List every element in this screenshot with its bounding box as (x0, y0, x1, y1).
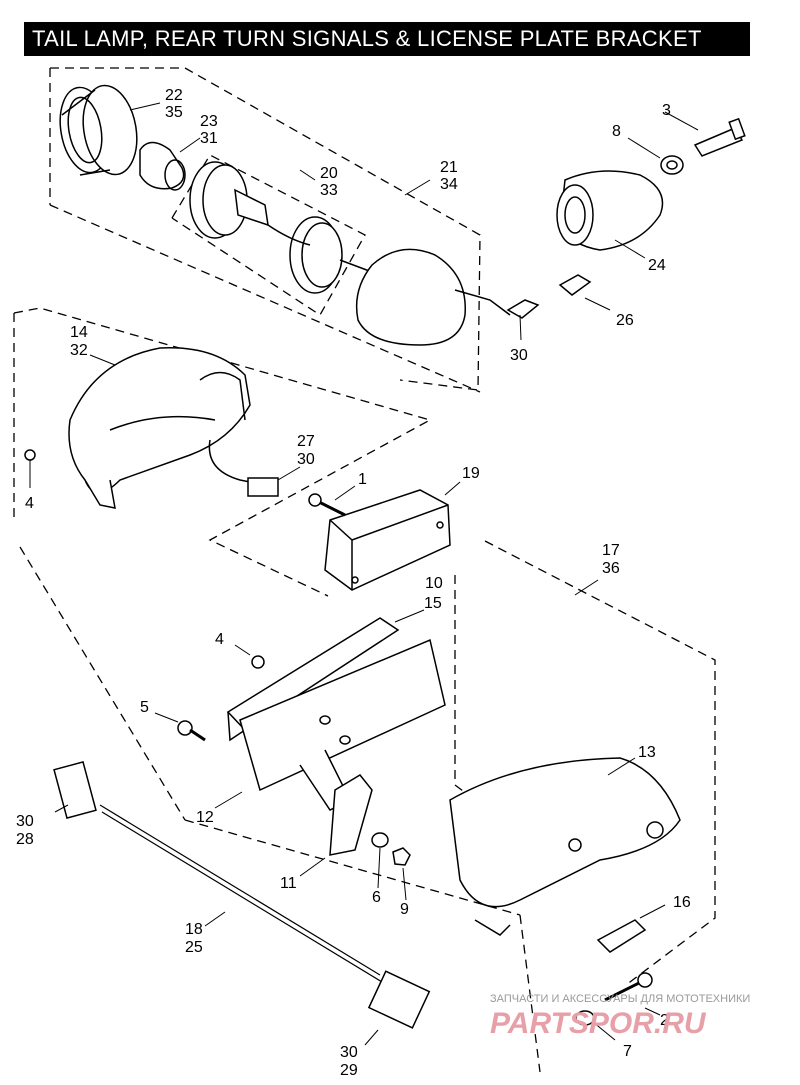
bulb-part (139, 141, 186, 191)
callout-12: 12 (196, 809, 214, 826)
socket-part (189, 161, 381, 294)
watermark-tagline: ЗАПЧАСТИ И АКСЕССУАРЫ ДЛЯ МОТОТЕХНИКИ (490, 993, 750, 1005)
cover-strip-part (226, 617, 400, 742)
callout-10: 10 (425, 575, 443, 592)
callout-9: 9 (400, 901, 409, 918)
screw-part-5 (177, 720, 206, 742)
nut-part-9 (392, 847, 411, 866)
watermark: ЗАПЧАСТИ И АКСЕССУАРЫ ДЛЯ МОТОТЕХНИКИ PA… (490, 993, 750, 1040)
callout-16: 16 (673, 894, 691, 911)
callout-4-mid: 4 (215, 631, 224, 648)
license-block-part (324, 489, 451, 591)
callout-2: 2 (660, 1012, 669, 1029)
tail-lamp-part (68, 346, 279, 509)
callout-7: 7 (623, 1043, 632, 1060)
diagram-title: TAIL LAMP, REAR TURN SIGNALS & LICENSE P… (24, 22, 750, 56)
screw-part-4-left (24, 449, 36, 488)
callout-15: 15 (424, 595, 442, 612)
callout-11: 11 (280, 875, 297, 892)
callout-6: 6 (372, 889, 381, 906)
washer-part-8 (660, 155, 684, 175)
wiring-harness-part (53, 761, 431, 1029)
clip-part-26 (558, 274, 592, 296)
screw-part-4-mid (251, 655, 265, 669)
washer-part-6 (371, 832, 389, 848)
callout-30-upper: 30 (510, 347, 528, 364)
lens-ring-part (59, 84, 138, 176)
callout-3: 3 (662, 102, 671, 119)
screw-part-1 (308, 493, 346, 517)
callout-24: 24 (648, 257, 666, 274)
watermark-brand: PARTSPOR.RU (490, 1007, 707, 1040)
callout-1: 1 (358, 471, 367, 488)
assembly-outlines (13, 67, 716, 1073)
signal-mount-part (556, 170, 664, 251)
leader-lines (54, 102, 699, 1046)
washer-part-7 (575, 1010, 595, 1026)
callout-8: 8 (612, 123, 621, 140)
wire-terminal-part (506, 299, 540, 341)
bolt-part-2 (604, 972, 653, 1002)
callout-19: 19 (462, 465, 480, 482)
fender-bracket-part (449, 757, 681, 936)
bracket-arm-part (329, 774, 373, 856)
link-part-16 (596, 919, 647, 953)
callout-5: 5 (140, 699, 149, 716)
turn-signal-housing-part (355, 248, 511, 346)
callout-13: 13 (638, 744, 656, 761)
callout-4-left: 4 (25, 495, 34, 512)
callout-26: 26 (616, 312, 634, 329)
bolt-part-3 (693, 117, 746, 157)
